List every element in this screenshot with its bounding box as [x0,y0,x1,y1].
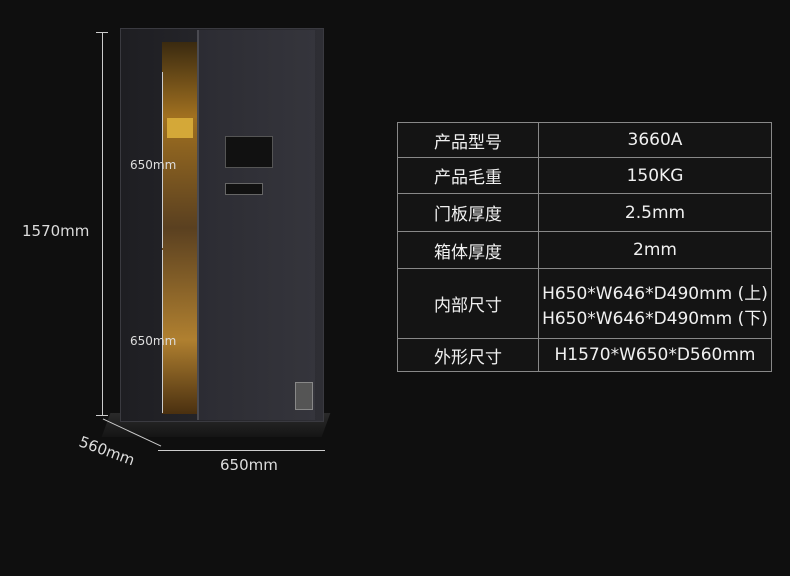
spec-value: H1570*W650*D560mm [538,338,772,372]
width-label: 650mm [220,456,278,474]
height-tick-top [96,32,108,33]
width-dimension-line [158,450,325,451]
spec-value-upper: H650*W646*D490mm (上) [542,283,768,304]
spec-label: 箱体厚度 [397,231,539,269]
upper-dimension-line [162,72,163,248]
lower-compartment-label: 650mm [130,334,177,348]
spec-label: 内部尺寸 [397,268,539,339]
certification-badge [295,382,313,410]
spec-value: 2.5mm [538,193,772,232]
gold-bars [167,118,193,138]
safe-interior [162,42,198,414]
spec-value: 2mm [538,231,772,269]
safe-door [197,30,315,420]
door-handle [225,183,263,195]
spec-label: 外形尺寸 [397,338,539,372]
spec-value: 3660A [538,122,772,158]
depth-label: 560mm [76,432,138,470]
keypad [225,136,273,168]
spec-value: 150KG [538,157,772,194]
height-dimension-line [102,32,103,415]
lower-dimension-line [162,250,163,413]
spec-label: 门板厚度 [397,193,539,232]
spec-value-lower: H650*W646*D490mm (下) [542,308,768,329]
upper-compartment-label: 650mm [130,158,177,172]
height-label: 1570mm [22,222,90,240]
spec-label: 产品毛重 [397,157,539,194]
spec-value: H650*W646*D490mm (上) H650*W646*D490mm (下) [538,268,772,339]
spec-label: 产品型号 [397,122,539,158]
height-tick-bottom [96,415,108,416]
